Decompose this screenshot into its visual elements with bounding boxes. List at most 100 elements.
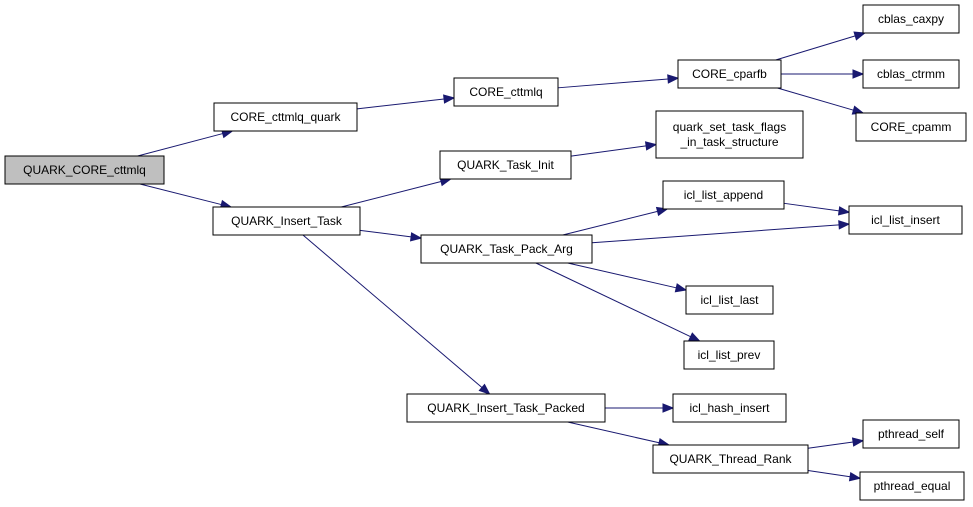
edge-quark_thread_rank-to-pthread_equal	[807, 470, 862, 482]
node-box	[406, 393, 606, 423]
node-label: QUARK_Thread_Rank	[669, 452, 792, 466]
node-label: icl_list_prev	[698, 348, 761, 362]
node-label: CORE_cpamm	[871, 120, 952, 134]
node-box	[652, 444, 809, 474]
edge-line	[139, 183, 222, 206]
node-box	[4, 155, 165, 185]
node-core_cttmlq_quark[interactable]: CORE_cttmlq_quark	[213, 102, 358, 132]
node-icl_list_last[interactable]: icl_list_last	[685, 285, 774, 315]
arrowhead-icon	[851, 437, 865, 447]
node-box	[420, 234, 593, 264]
node-quark_insert_task_packed[interactable]: QUARK_Insert_Task_Packed	[406, 393, 606, 423]
node-box	[862, 59, 960, 89]
node-quark_task_pack_arg[interactable]: QUARK_Task_Pack_Arg	[420, 234, 593, 264]
edge-line	[570, 145, 647, 157]
node-core_cpamm[interactable]: CORE_cpamm	[855, 112, 967, 142]
arrowhead-icon	[837, 206, 851, 216]
node-label: QUARK_Insert_Task_Packed	[427, 401, 584, 415]
node-label: quark_set_task_flags	[673, 120, 786, 134]
edge-quark_insert_task_packed-to-quark_thread_rank	[567, 421, 671, 448]
node-box	[859, 471, 965, 501]
node-icl_hash_insert[interactable]: icl_hash_insert	[672, 393, 787, 423]
node-box	[848, 205, 963, 235]
edge-line	[591, 224, 840, 244]
edge-line	[356, 98, 445, 110]
node-box	[677, 59, 782, 89]
edge-quark_task_pack_arg-to-icl_list_last	[567, 262, 688, 293]
node-label: QUARK_CORE_cttmlq	[23, 163, 146, 177]
edge-icl_list_append-to-icl_list_insert	[783, 202, 851, 216]
node-label: icl_hash_insert	[689, 401, 770, 415]
node-icl_list_prev[interactable]: icl_list_prev	[683, 340, 775, 370]
node-box	[862, 4, 960, 34]
edge-core_cttmlq-to-core_cparfb	[557, 74, 680, 89]
arrowhead-icon	[667, 74, 680, 84]
arrowhead-icon	[662, 403, 675, 413]
edge-quark_insert_task-to-quark_task_pack_arg	[359, 229, 423, 242]
arrowhead-icon	[409, 232, 423, 242]
edge-quark_thread_rank-to-pthread_self	[807, 437, 865, 449]
edge-line	[535, 262, 691, 338]
edge-core_cparfb-to-cblas_caxpy	[775, 31, 867, 61]
edge-line	[777, 87, 854, 111]
node-box	[855, 112, 967, 142]
edge-quark_insert_task_packed-to-icl_hash_insert	[605, 403, 675, 413]
node-label: QUARK_Insert_Task	[231, 214, 343, 228]
edge-line	[302, 234, 483, 388]
edge-line	[567, 262, 677, 289]
edge-core_cparfb-to-cblas_ctrmm	[781, 69, 865, 79]
edge-line	[807, 470, 851, 478]
node-label: CORE_cparfb	[692, 67, 767, 81]
edge-core_cttmlq_quark-to-core_cttmlq	[356, 94, 456, 110]
edge-quark_core_cttmlq-to-core_cttmlq_quark	[137, 129, 234, 157]
node-cblas_caxpy[interactable]: cblas_caxpy	[862, 4, 960, 34]
edge-quark_task_pack_arg-to-icl_list_append	[562, 206, 669, 236]
edge-line	[562, 210, 658, 236]
node-box	[212, 206, 361, 236]
arrowhead-icon	[848, 472, 862, 482]
node-core_cttmlq[interactable]: CORE_cttmlq	[453, 77, 559, 107]
node-box	[453, 77, 559, 107]
edge-line	[341, 180, 442, 208]
node-label: pthread_self	[878, 427, 945, 441]
node-quark_thread_rank[interactable]: QUARK_Thread_Rank	[652, 444, 809, 474]
node-label: QUARK_Task_Init	[457, 158, 554, 172]
arrowhead-icon	[852, 69, 865, 79]
node-box	[672, 393, 787, 423]
arrowhead-icon	[644, 141, 658, 151]
node-icl_list_append[interactable]: icl_list_append	[662, 180, 785, 210]
node-label: icl_list_last	[700, 293, 759, 307]
edges-layer	[137, 31, 867, 482]
edge-line	[567, 421, 660, 444]
edge-quark_insert_task-to-quark_task_init	[341, 177, 453, 208]
arrowhead-icon	[838, 220, 851, 230]
node-core_cparfb[interactable]: CORE_cparfb	[677, 59, 782, 89]
nodes-layer: QUARK_CORE_cttmlq CORE_cttmlq_quarkQUARK_…	[4, 4, 967, 501]
node-pthread_equal[interactable]: pthread_equal	[859, 471, 965, 501]
edge-line	[783, 202, 840, 212]
edge-line	[137, 133, 223, 157]
node-label: pthread_equal	[874, 479, 951, 493]
arrowhead-icon	[443, 94, 456, 104]
edge-quark_insert_task-to-quark_insert_task_packed	[302, 234, 491, 395]
node-label: cblas_ctrmm	[877, 67, 945, 81]
edge-quark_core_cttmlq-to-quark_insert_task	[139, 183, 233, 210]
node-label: icl_list_append	[684, 188, 763, 202]
edge-line	[807, 441, 854, 449]
node-label: cblas_caxpy	[878, 12, 944, 26]
node-label: CORE_cttmlq_quark	[230, 110, 341, 124]
node-cblas_ctrmm[interactable]: cblas_ctrmm	[862, 59, 960, 89]
edge-quark_task_init-to-quark_set_task_flags	[570, 141, 658, 157]
node-quark_set_task_flags[interactable]: quark_set_task_flags_in_task_structure	[655, 110, 804, 159]
node-quark_task_init[interactable]: QUARK_Task_Init	[439, 150, 572, 180]
node-box	[685, 285, 774, 315]
node-icl_list_insert[interactable]: icl_list_insert	[848, 205, 963, 235]
node-pthread_self[interactable]: pthread_self	[862, 419, 960, 449]
arrowhead-icon	[688, 332, 701, 342]
edge-line	[359, 229, 412, 238]
node-box	[862, 419, 960, 449]
node-label: _in_task_structure	[679, 135, 778, 149]
node-quark_insert_task[interactable]: QUARK_Insert_Task	[212, 206, 361, 236]
edge-quark_task_pack_arg-to-icl_list_insert	[591, 220, 851, 244]
